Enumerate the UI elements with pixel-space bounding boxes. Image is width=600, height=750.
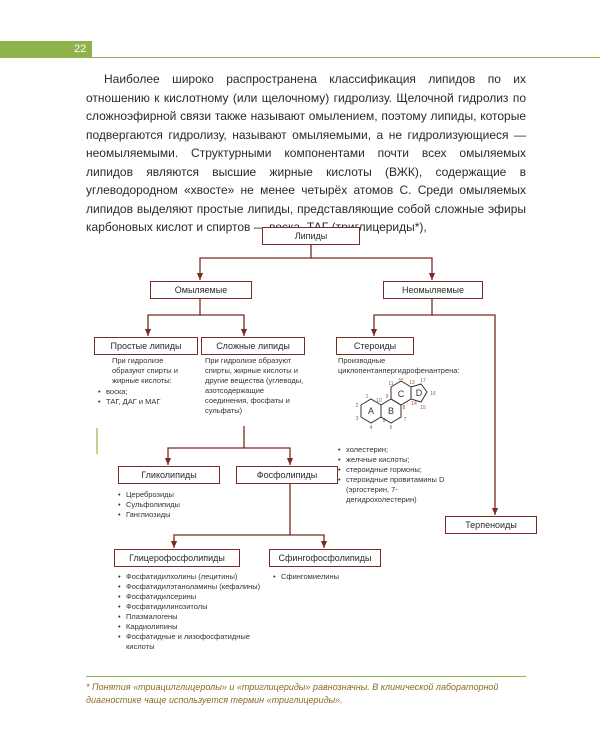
box-terpenoids: Терпеноиды xyxy=(445,516,537,534)
list-item: стероидные провитамины D (эргостерин, 7-… xyxy=(338,475,448,505)
list-item: стероидные гормоны; xyxy=(338,465,448,475)
intro-paragraph: Наиболее широко распространена классифик… xyxy=(86,72,526,234)
list-item: Фосфатидные и лизофосфатидные кислоты xyxy=(118,632,268,652)
box-sphingophospholipids: Сфингофосфолипиды xyxy=(269,549,381,567)
list-item: Фосфатидилсерины xyxy=(118,592,268,602)
ring-number: 13 xyxy=(409,380,415,386)
footnote-rule xyxy=(86,676,526,677)
box-simple-lipids: Простые липиды xyxy=(94,337,198,355)
page-number: 22 xyxy=(74,43,87,55)
list-item: Фосфатидилэтаноламины (кефалины) xyxy=(118,582,268,592)
footnote: * Понятия «триацилглицеролы» и «триглице… xyxy=(86,682,499,705)
ring-number: 10 xyxy=(376,398,382,404)
ring-number: 14 xyxy=(411,401,417,407)
glycolipids-list: Цереброзиды Сульфолипиды Ганглиозиды xyxy=(118,490,228,520)
simple-lipids-desc-text: При гидролизе образуют спирты и жирные к… xyxy=(112,356,178,385)
ring-number: 6 xyxy=(390,425,393,431)
ring-number: 7 xyxy=(404,417,407,423)
glycerophospholipids-list: Фосфатидилхолины (лецитины) Фосфатидилэт… xyxy=(118,572,268,652)
box-phospholipids: Фосфолипиды xyxy=(236,466,338,484)
box-complex-lipids: Сложные липиды xyxy=(201,337,305,355)
simple-lipids-list: воска; ТАГ, ДАГ и МАГ xyxy=(98,387,198,407)
list-item: желчные кислоты; xyxy=(338,455,448,465)
complex-lipids-desc-text: При гидролизе образуют спирты, жирные ки… xyxy=(205,356,304,415)
list-item: холестерин; xyxy=(338,445,448,455)
ring-number: 4 xyxy=(370,425,373,431)
complex-lipids-description: При гидролизе образуют спирты, жирные ки… xyxy=(205,356,305,416)
steroids-description: Производные циклопентанпергидрофенантрен… xyxy=(338,356,460,376)
box-steroids: Стероиды xyxy=(336,337,414,355)
list-item: Фосфатидилхолины (лецитины) xyxy=(118,572,268,582)
list-item: Сульфолипиды xyxy=(118,500,228,510)
ring-number: 3 xyxy=(356,416,359,422)
ring-number: 9 xyxy=(386,394,389,400)
ring-number: 1 xyxy=(366,394,369,400)
sphingophospholipids-list: Сфингомиелины xyxy=(273,572,383,582)
simple-lipids-description: При гидролизе образуют спирты и жирные к… xyxy=(112,356,198,386)
ring-number: 2 xyxy=(356,403,359,409)
ring-number: 5 xyxy=(383,418,386,424)
ring-number: 12 xyxy=(398,378,404,382)
steroid-ring-structure: A B C D 1 2 3 4 5 6 7 8 9 10 11 12 13 14… xyxy=(356,378,436,431)
list-item: воска; xyxy=(98,387,198,397)
list-item: Ганглиозиды xyxy=(118,510,228,520)
list-item: Плазмалогены xyxy=(118,612,268,622)
steroids-desc-text: Производные циклопентанпергидрофенантрен… xyxy=(338,356,460,375)
list-item: Фосфатидилинозитолы xyxy=(118,602,268,612)
list-item: Сфингомиелины xyxy=(273,572,383,582)
ring-letter-d: D xyxy=(416,388,423,398)
list-item: ТАГ, ДАГ и МАГ xyxy=(98,397,198,407)
ring-number: 16 xyxy=(430,391,436,397)
header-rule xyxy=(92,57,600,58)
box-glycerophospholipids: Глицерофосфолипиды xyxy=(114,549,240,567)
ring-letter-c: C xyxy=(398,389,405,399)
ring-letter-b: B xyxy=(388,406,394,416)
ring-number: 8 xyxy=(403,405,406,411)
list-item: Кардиолипины xyxy=(118,622,268,632)
page-header-bar xyxy=(0,41,92,58)
ring-letter-a: A xyxy=(368,406,374,416)
list-item: Цереброзиды xyxy=(118,490,228,500)
box-lipids: Липиды xyxy=(262,227,360,245)
ring-number: 11 xyxy=(388,381,393,387)
box-glycolipids: Гликолипиды xyxy=(118,466,220,484)
ring-number: 17 xyxy=(420,378,426,384)
box-saponifiable: Омыляемые xyxy=(150,281,252,299)
ring-number: 15 xyxy=(420,405,426,411)
box-nonsaponifiable: Неомыляемые xyxy=(383,281,483,299)
steroids-list: холестерин; желчные кислоты; стероидные … xyxy=(338,445,448,505)
